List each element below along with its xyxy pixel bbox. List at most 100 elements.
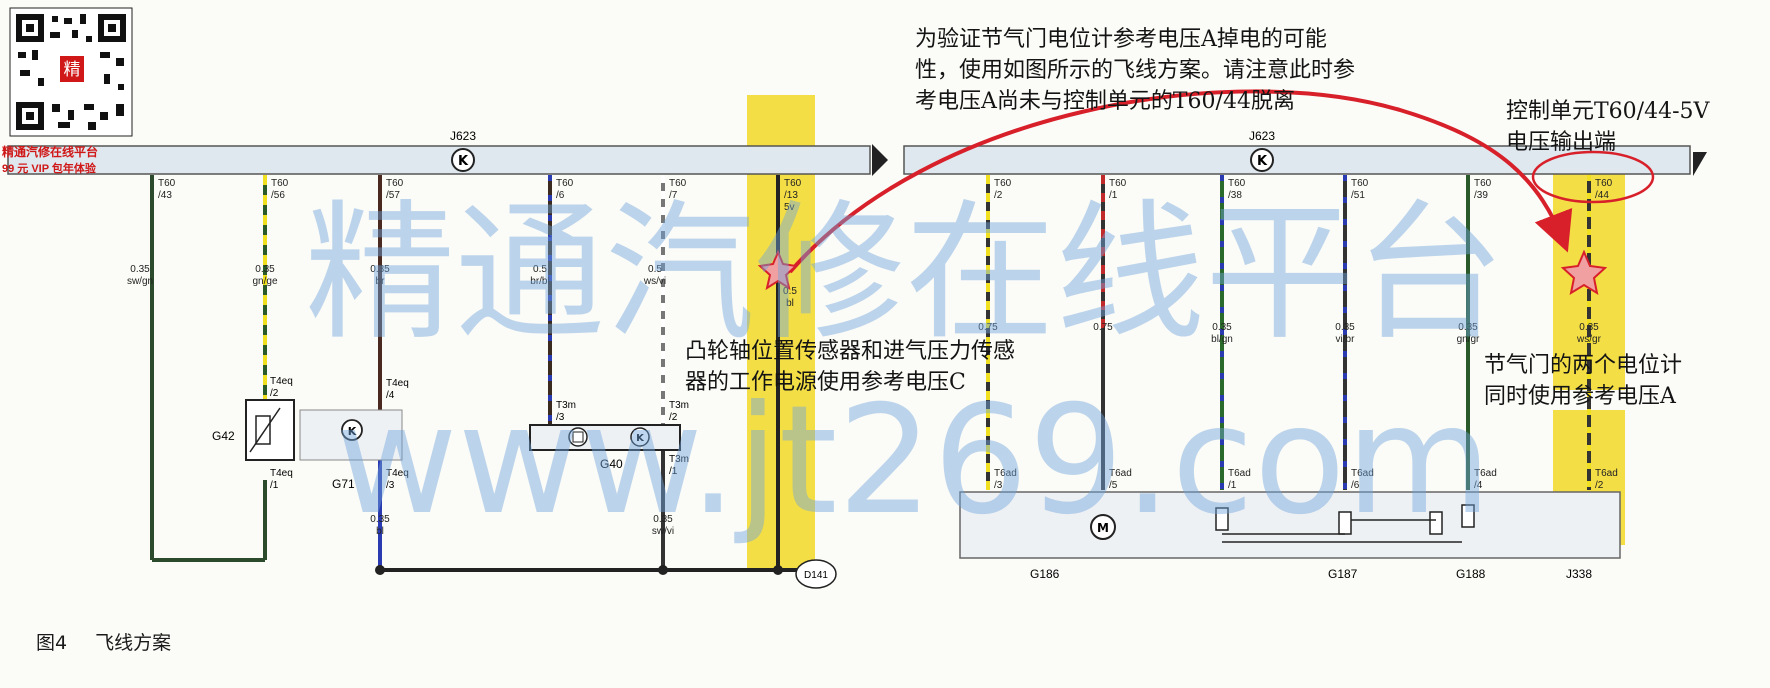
right-ecu-bar: K J623 [903, 129, 1707, 176]
svg-text:0.35: 0.35 [370, 514, 390, 525]
right-ecu-label: J623 [1249, 129, 1275, 143]
svg-text:ws/vi: ws/vi [643, 276, 666, 287]
brand-line-1: 精通汽修在线平台 [2, 145, 99, 159]
figure-title: 飞线方案 [95, 632, 172, 654]
svg-text:bl: bl [376, 526, 384, 537]
brand-line-2: 99 元 VIP 包年体验 [2, 163, 96, 175]
svg-text:T4eq: T4eq [270, 376, 293, 387]
ecu-symbol-icon [451, 148, 475, 172]
svg-text:0.5: 0.5 [648, 264, 662, 275]
watermark-cn: 精通汽修在线平台 [305, 187, 1505, 361]
motor-icon [1090, 514, 1116, 540]
left-ecu-label: J623 [450, 129, 476, 143]
svg-text:/3: /3 [994, 480, 1003, 491]
g71-label: G71 [332, 477, 355, 491]
svg-text:0.5: 0.5 [783, 286, 797, 297]
svg-text:T6ad: T6ad [1351, 468, 1374, 479]
svg-text:T60: T60 [1351, 178, 1369, 189]
svg-text:/2: /2 [270, 388, 279, 399]
svg-text:/2: /2 [994, 190, 1003, 201]
svg-text:T60: T60 [784, 178, 802, 189]
svg-text:T6ad: T6ad [1474, 468, 1497, 479]
svg-text:T4eq: T4eq [386, 378, 409, 389]
svg-text:bl: bl [786, 298, 794, 309]
svg-text:T60: T60 [271, 178, 289, 189]
svg-text:/4: /4 [386, 390, 395, 401]
svg-text:/56: /56 [271, 190, 285, 201]
svg-text:T4eq: T4eq [270, 468, 293, 479]
ground-d141: D141 [795, 559, 837, 589]
svg-text:T60: T60 [386, 178, 404, 189]
g71-sensor: K G71 T4eq /4 T4eq /3 [299, 378, 409, 491]
g188-label: G188 [1456, 567, 1486, 581]
star-marker-right [1560, 249, 1608, 296]
svg-text:T3m: T3m [669, 454, 689, 465]
svg-text:T3m: T3m [669, 400, 689, 411]
svg-text:0.35: 0.35 [1458, 322, 1478, 333]
svg-text:gn/ge: gn/ge [252, 276, 277, 287]
svg-text:T6ad: T6ad [1109, 468, 1132, 479]
svg-text:T60: T60 [994, 178, 1012, 189]
qr-code: 精 [9, 7, 133, 137]
svg-text:0.35: 0.35 [370, 264, 390, 275]
svg-text:T60: T60 [1595, 178, 1613, 189]
svg-text:/44: /44 [1595, 190, 1609, 201]
svg-text:/13: /13 [784, 190, 798, 201]
mid-note: 凸轮轴位置传感器和进气压力传感 器的工作电源使用参考电压C [685, 339, 1016, 395]
svg-text:/51: /51 [1351, 190, 1365, 201]
svg-text:T3m: T3m [556, 400, 576, 411]
svg-text:/7: /7 [669, 190, 678, 201]
svg-text:sw/vi: sw/vi [652, 526, 674, 537]
svg-text:T60: T60 [1228, 178, 1246, 189]
left-wires [150, 175, 800, 572]
figure-caption: 图4 飞线方案 [36, 628, 193, 655]
svg-text:sw/gn: sw/gn [127, 276, 153, 287]
svg-text:T60: T60 [556, 178, 574, 189]
svg-text:0.35: 0.35 [255, 264, 275, 275]
g187-label: G187 [1328, 567, 1358, 581]
svg-text:/3: /3 [556, 412, 565, 423]
top-note: 为验证节气门电位计参考电压A掉电的可能 性，使用如图所示的飞线方案。请注意此时参… [915, 27, 1356, 114]
g42-label: G42 [212, 429, 235, 443]
right-wires [986, 175, 1591, 490]
ecu-symbol-icon [1250, 148, 1274, 172]
svg-text:0.75: 0.75 [978, 322, 998, 333]
svg-text:/1: /1 [1109, 190, 1118, 201]
svg-text:T4eq: T4eq [386, 468, 409, 479]
svg-text:0.35: 0.35 [130, 264, 150, 275]
svg-text:D141: D141 [804, 570, 828, 581]
g42-sensor: G42 T4eq /2 T4eq /1 [212, 376, 295, 491]
svg-text:/3: /3 [386, 480, 395, 491]
sensor-symbol-icon [341, 419, 363, 441]
svg-text:/38: /38 [1228, 190, 1242, 201]
svg-text:K: K [636, 433, 645, 444]
svg-text:K: K [458, 154, 469, 169]
svg-text:vi/br: vi/br [1336, 334, 1356, 345]
svg-text:/57: /57 [386, 190, 400, 201]
right-note: 控制单元T60/44-5V 电压输出端 [1506, 99, 1710, 155]
svg-text:0.75: 0.75 [1093, 322, 1113, 333]
svg-text:/6: /6 [1351, 480, 1360, 491]
svg-text:/43: /43 [158, 190, 172, 201]
figure-number: 图4 [36, 632, 68, 654]
left-ecu-bar: K J623 [7, 129, 888, 176]
j338-label: J338 [1566, 567, 1592, 581]
svg-text:T60: T60 [1474, 178, 1492, 189]
svg-text:bl/gn: bl/gn [1211, 334, 1233, 345]
svg-text:/39: /39 [1474, 190, 1488, 201]
lower-note: 节气门的两个电位计 同时使用参考电压A [1484, 353, 1683, 409]
svg-text:精: 精 [64, 60, 81, 80]
svg-text:0.35: 0.35 [653, 514, 673, 525]
svg-text:br: br [376, 276, 386, 287]
svg-text:/6: /6 [556, 190, 565, 201]
left-pin-labels: T60/43 T60/56 T60/57 T60/6 T60/7 T60/13 … [127, 178, 802, 537]
t60-44-highlight-ellipse [1531, 150, 1655, 204]
svg-text:/1: /1 [669, 466, 678, 477]
sensor-symbol-icon [630, 427, 650, 447]
svg-text:/2: /2 [1595, 480, 1604, 491]
g186-label: G186 [1030, 567, 1060, 581]
svg-text:T60: T60 [1109, 178, 1127, 189]
svg-text:/1: /1 [270, 480, 279, 491]
svg-text:0.35: 0.35 [1212, 322, 1232, 333]
svg-text:K: K [348, 425, 357, 438]
